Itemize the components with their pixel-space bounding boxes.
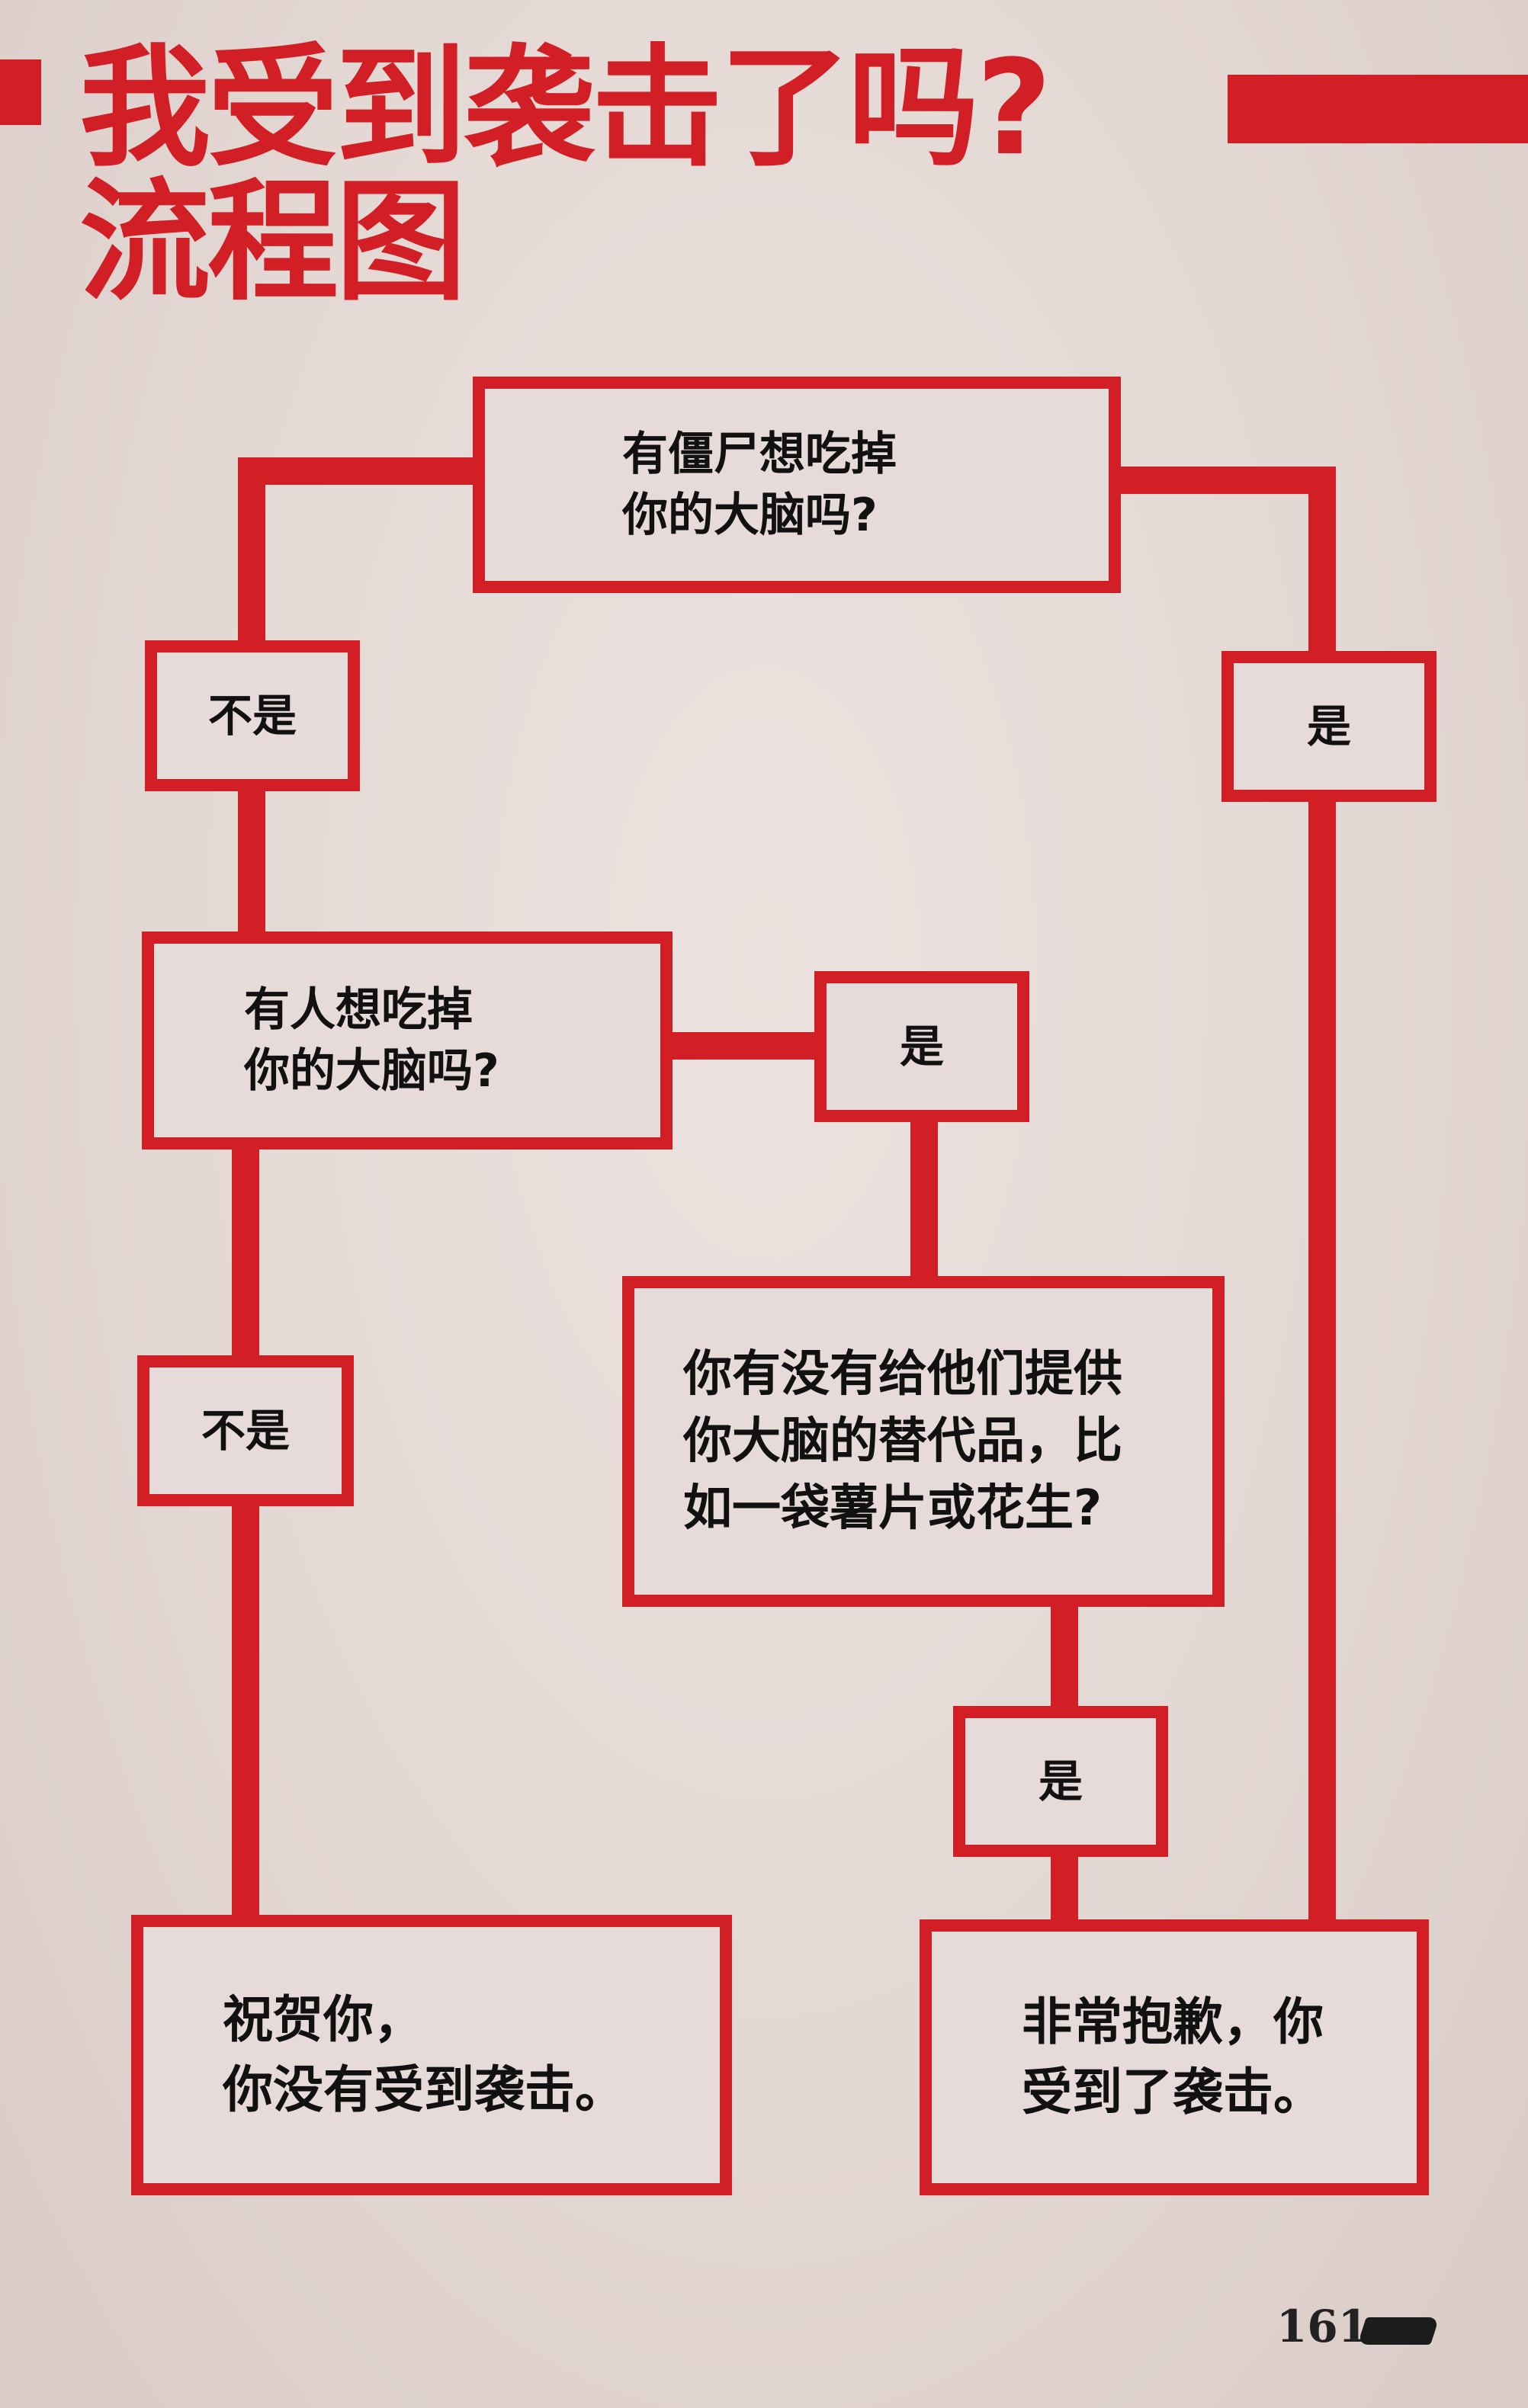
result-attacked-text: 非常抱歉，你 受到了袭击。 — [1022, 1993, 1324, 2121]
page-subtitle: 流程图 — [79, 165, 467, 319]
publisher-logo-icon — [1357, 2317, 1440, 2345]
question-person-text: 有人想吃掉 你的大脑吗? — [244, 983, 499, 1098]
page-title: 我受到袭击了吗? — [79, 31, 1052, 184]
question-person-node: 有人想吃掉 你的大脑吗? — [142, 931, 673, 1149]
result-attacked: 非常抱歉，你 受到了袭击。 — [920, 1919, 1429, 2195]
connector-q1-to-yes1 — [1116, 467, 1336, 657]
question-zombie-text: 有僵尸想吃掉 你的大脑吗? — [622, 428, 897, 542]
question-substitute-text: 你有没有给他们提供 你大脑的替代品，比 如一袋薯片或花生? — [683, 1346, 1122, 1537]
label-yes-3: 是 — [953, 1706, 1168, 1857]
label-no-1-text: 不是 — [207, 690, 297, 742]
right-red-bar — [1228, 75, 1528, 143]
label-no-1: 不是 — [145, 640, 360, 791]
result-not-attacked-text: 祝贺你， 你没有受到袭击。 — [223, 1990, 625, 2119]
result-not-attacked: 祝贺你， 你没有受到袭击。 — [131, 1915, 732, 2195]
label-yes-2: 是 — [814, 971, 1029, 1122]
label-no-2: 不是 — [137, 1355, 354, 1506]
label-no-2-text: 不是 — [201, 1405, 290, 1457]
question-substitute-node: 你有没有给他们提供 你大脑的替代品，比 如一袋薯片或花生? — [622, 1276, 1225, 1607]
left-red-bar — [0, 59, 41, 125]
label-yes-2-text: 是 — [899, 1021, 944, 1073]
label-yes-1: 是 — [1221, 651, 1437, 802]
connector-q1-to-no1 — [238, 457, 480, 646]
label-yes-1-text: 是 — [1306, 701, 1351, 752]
question-zombie-node: 有僵尸想吃掉 你的大脑吗? — [473, 377, 1121, 593]
label-yes-3-text: 是 — [1038, 1755, 1083, 1807]
page-number: 161 — [1276, 2301, 1369, 2352]
